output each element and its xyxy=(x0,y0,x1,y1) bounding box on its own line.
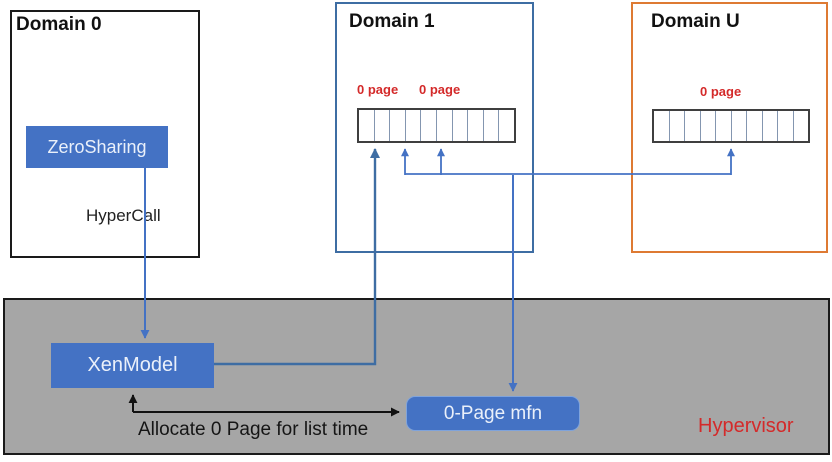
hypervisor-title: Hypervisor xyxy=(698,415,794,437)
page-cell xyxy=(375,110,391,141)
domain1-zero-page-label-1: 0 page xyxy=(357,82,399,97)
page-cell xyxy=(484,110,500,141)
page-cell xyxy=(437,110,453,141)
page-cell xyxy=(685,111,701,141)
page-cell xyxy=(747,111,763,141)
page-cell xyxy=(406,110,422,141)
domainU-page-array xyxy=(652,109,810,143)
page-cell xyxy=(716,111,732,141)
domainU-title: Domain U xyxy=(651,11,740,32)
domain1-page-array xyxy=(357,108,516,143)
hypercall-label: HyperCall xyxy=(86,206,161,225)
page-cell xyxy=(453,110,469,141)
hypervisor-box: XenModel 0-Page mfn Allocate 0 Page for … xyxy=(3,298,830,455)
domain0-title: Domain 0 xyxy=(16,14,102,35)
domain1-box: Domain 1 0 page 0 page xyxy=(335,2,534,253)
page-cell xyxy=(778,111,794,141)
zerosharing-node: ZeroSharing xyxy=(26,126,168,168)
page-cell xyxy=(421,110,437,141)
page-cell xyxy=(654,111,670,141)
page-cell xyxy=(732,111,747,141)
xenmodel-node: XenModel xyxy=(51,343,214,388)
page-cell xyxy=(390,110,406,141)
domain1-zero-page-label-2: 0 page xyxy=(419,82,461,97)
domain0-box: Domain 0 ZeroSharing HyperCall xyxy=(10,10,200,258)
page-cell xyxy=(359,110,375,141)
page-cell xyxy=(794,111,809,141)
domain1-title: Domain 1 xyxy=(349,11,435,32)
allocate-zero-page-label: Allocate 0 Page for list time xyxy=(138,419,369,440)
page-cell xyxy=(701,111,716,141)
page-cell xyxy=(468,110,484,141)
domainU-zero-page-label: 0 page xyxy=(700,84,742,99)
page-cell xyxy=(670,111,685,141)
page-cell xyxy=(499,110,514,141)
domainU-box: Domain U 0 page xyxy=(631,2,828,253)
page-cell xyxy=(763,111,778,141)
zero-page-mfn-node: 0-Page mfn xyxy=(406,396,580,431)
